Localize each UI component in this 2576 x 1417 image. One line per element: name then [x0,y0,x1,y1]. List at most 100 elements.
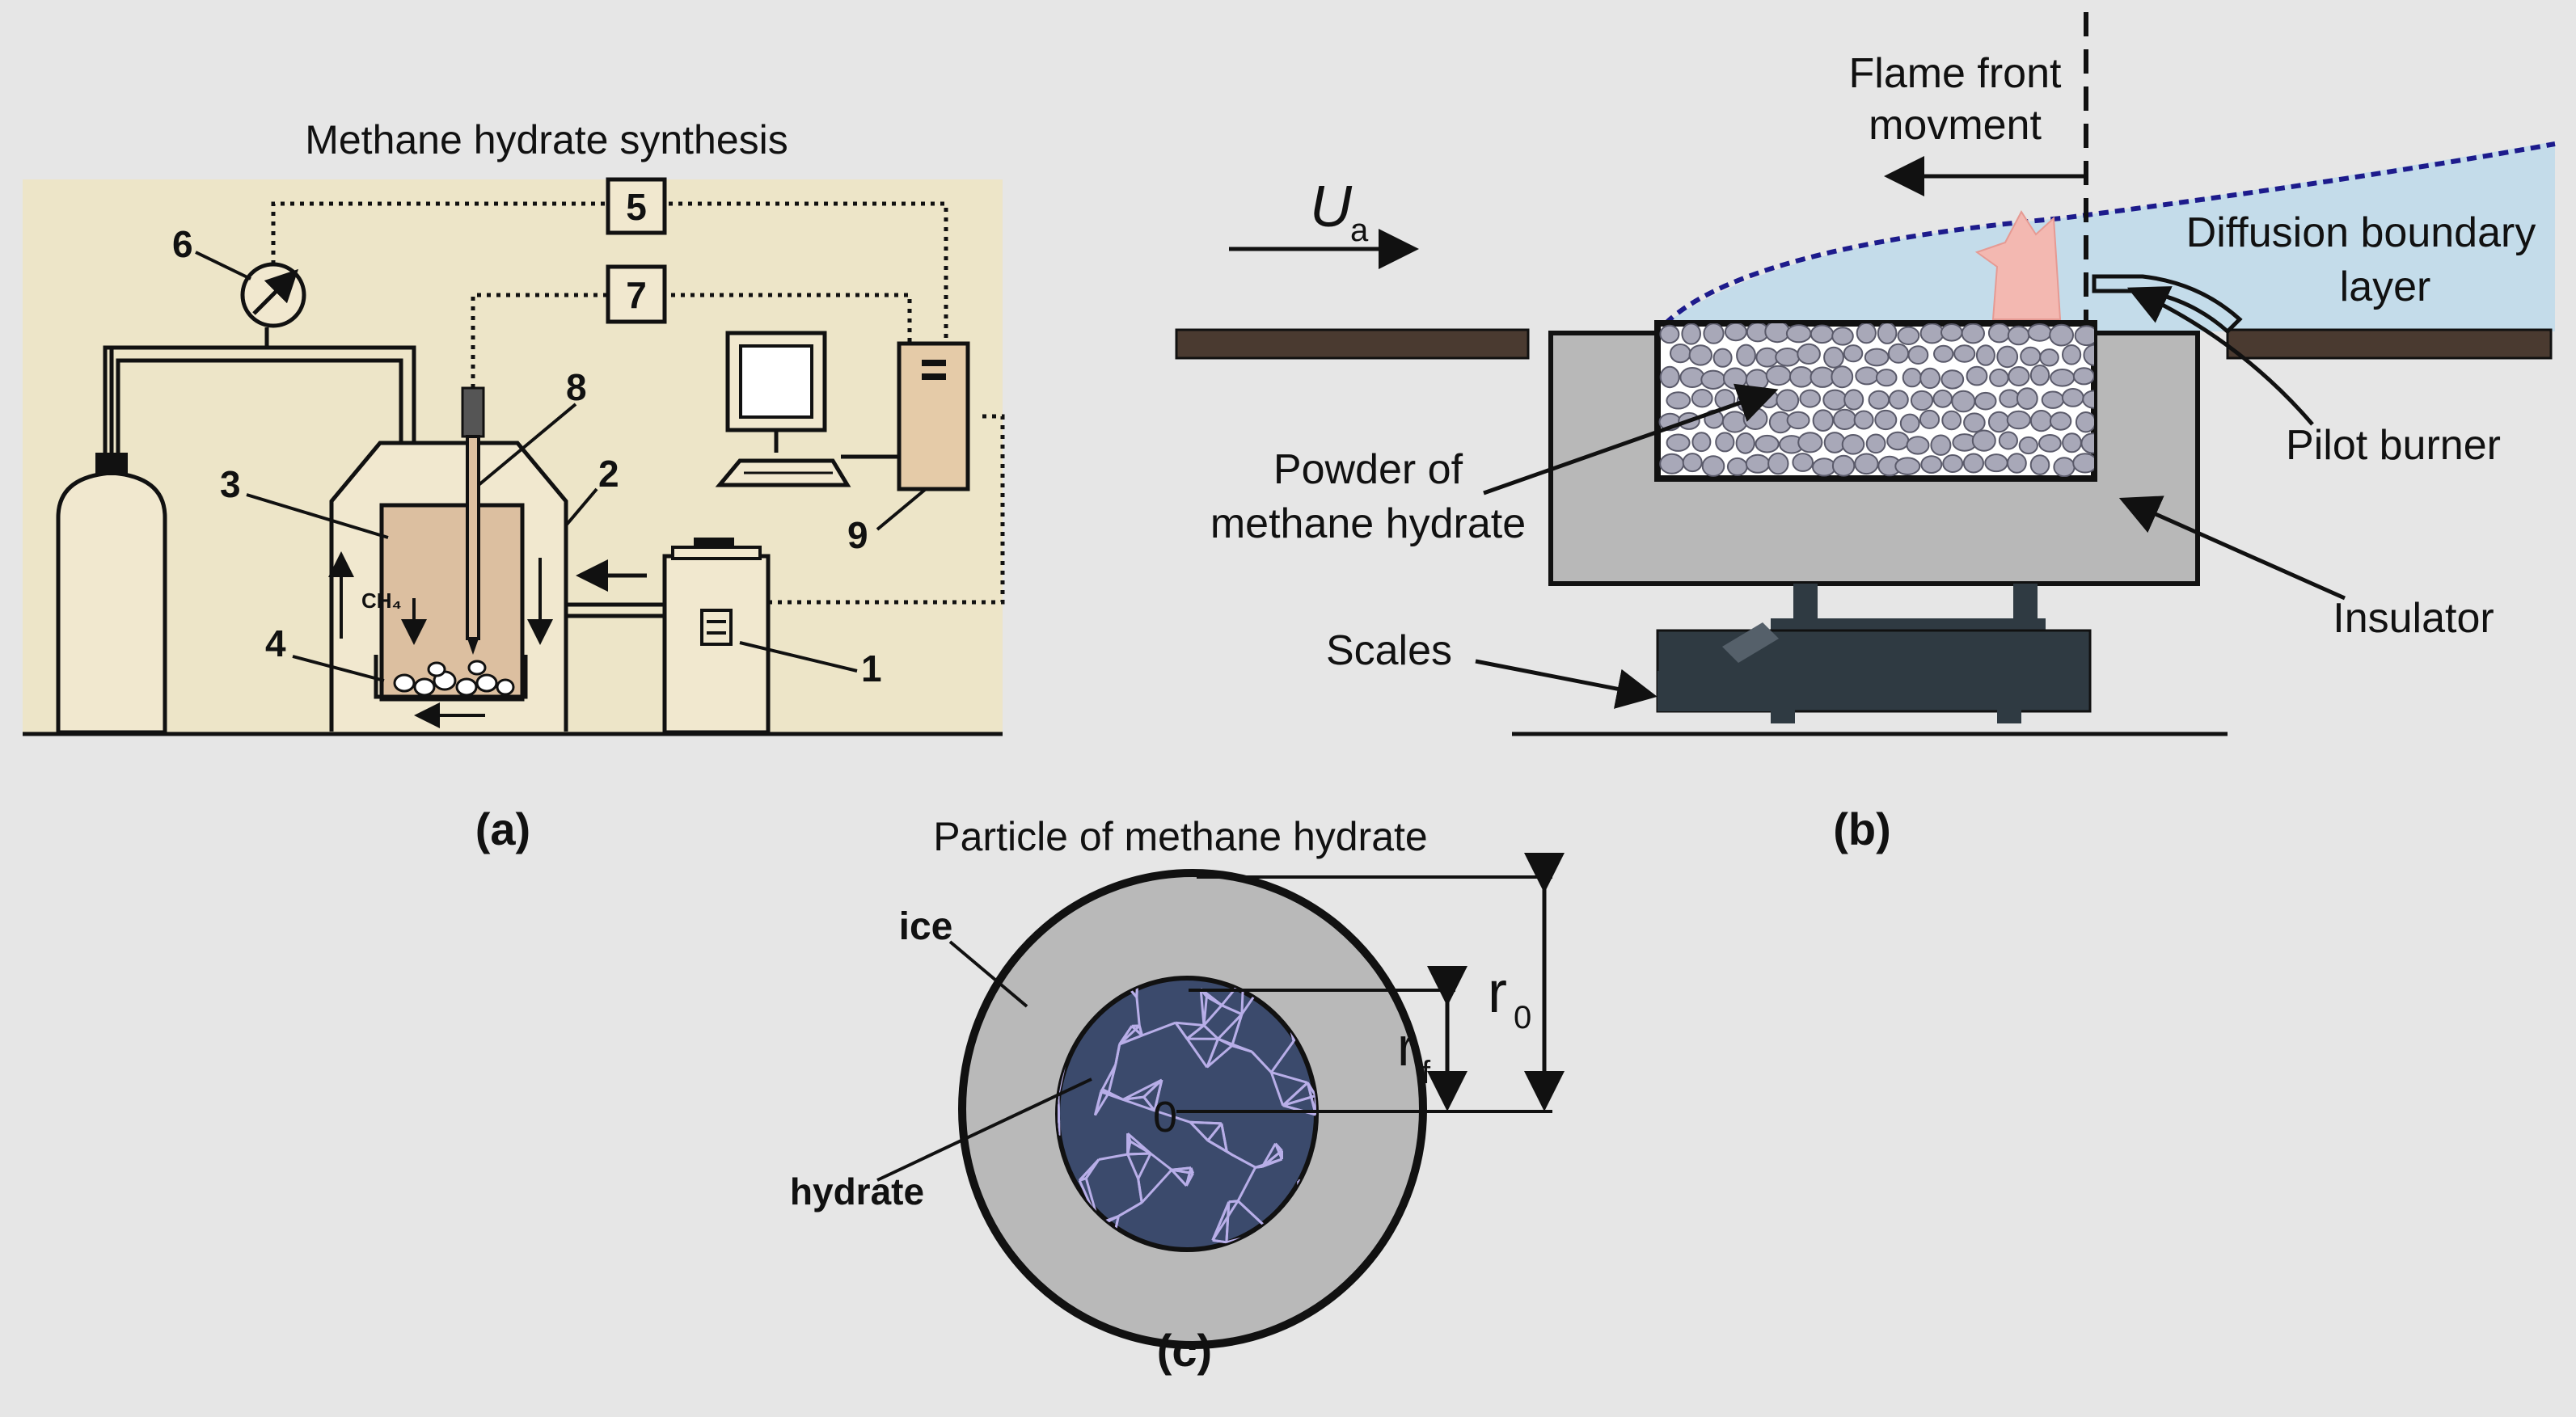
powder-particle [1681,323,1701,345]
powder-particle [1682,453,1703,473]
velocity-label: U [1310,175,1353,239]
powder-particle [1951,390,1976,413]
panel-c-title: Particle of methane hydrate [933,814,1427,859]
hydrate-mesh-line [1217,1037,1252,1053]
hydrate-mesh-line [1211,1201,1231,1241]
hydrate-mesh-line [1306,1082,1316,1115]
powder-particle [1886,431,1910,451]
hydrate-mesh-line [1122,1078,1163,1101]
panel-a: Methane hydrate synthesis 6 5 [23,117,1005,854]
device-box-5: 5 [606,177,667,235]
powder-particle [1736,344,1756,367]
powder-particle [2082,390,2094,409]
hydrate-mesh-line [1274,1143,1283,1160]
insulator-arrow [2118,496,2346,601]
hydrate-mesh-line [1202,996,1208,1026]
hydrate-mesh-line [1206,1122,1223,1141]
powder-particle [1987,411,2010,433]
powder-particle [1831,327,1854,346]
powder-particle [2007,453,2027,474]
powder-particle [1767,452,1789,475]
control-line-1 [768,414,1005,605]
diffusion-boundary-layer [1666,141,2555,331]
powder-particle [1874,409,1898,431]
pilot-burner-label: Pilot burner [2286,422,2501,469]
hydrate-pointer [876,1078,1092,1182]
hydrate-mesh-line [1190,1120,1222,1125]
powder-particle [1726,457,1748,476]
gas-label: CH₄ [361,588,402,613]
hydrate-mesh-line [1282,1094,1316,1107]
panel-c-caption: (c) [1157,1325,1212,1376]
powder-particle [1942,454,1964,473]
label-3: 3 [220,463,241,505]
powder-particle [1715,432,1735,453]
hydrate-mesh-line [1202,1024,1219,1040]
powder-particle [2007,325,2030,346]
powder-particle [1854,453,1879,475]
hydrate-mesh-line [1220,1123,1228,1152]
hydrate-mesh-line [1126,1153,1140,1179]
powder-particle [1888,390,1909,410]
powder-particle [1933,344,1954,363]
scales-label: Scales [1326,627,1452,674]
powder-particle [1832,408,1857,431]
powder-arrow [1483,383,1779,496]
powder-particle [1822,389,1848,411]
powder-particle [1745,369,1769,391]
velocity-subscript: a [1350,213,1369,248]
gas-cylinder [56,348,167,735]
powder-particle [1897,326,1920,345]
powder-particle [2006,410,2031,430]
hydrate-mesh-line [1142,1078,1163,1099]
powder-particle [1932,389,1953,408]
hydrate-mesh-line [1270,1040,1295,1073]
center-label: 0 [1153,1093,1177,1141]
powder-particle [1919,323,1945,344]
powder-particle [1786,411,1810,430]
hydrate-mesh-line [1255,1165,1263,1169]
hydrate-mesh-line [1206,995,1223,1006]
panel-a-caption: (a) [475,803,530,854]
powder-particle [1724,323,1747,342]
hydrate-mesh-line [1202,1004,1223,1027]
ice-pointer [948,940,1028,1008]
powder-particle [1910,390,1934,411]
powder-particle [2062,432,2082,453]
powder-particle [1941,410,1962,431]
hydrate-mesh-line [1137,1179,1143,1203]
hydrate-mesh-line [1141,1021,1176,1037]
label-1: 1 [861,647,882,690]
powder-particle [2072,367,2094,386]
powder-particle [2029,409,2053,432]
hydrate-mesh-line [1206,1044,1233,1069]
powder-particle [1919,409,1940,429]
hydrate-mesh-line [1186,1024,1205,1040]
hydrate-mesh-line [1251,1051,1273,1073]
hydrate-mesh-line [1171,1166,1192,1171]
powder-particle [2008,366,2030,386]
powder-particle [1735,432,1755,454]
label-8: 8 [566,366,587,408]
temperature-probe [461,386,485,655]
flame-front-label: Flame front [1849,50,2063,97]
powder-particle [2029,454,2050,475]
powder-particle [1996,345,2019,369]
powder-label-line2: methane hydrate [1210,500,1526,547]
powder-particle [1887,343,1910,364]
powder-particle [2039,348,2059,367]
powder-particle [2061,388,2084,407]
powder-particle [1701,455,1725,477]
powder-particle [1812,458,1836,477]
powder-particle [1843,389,1864,411]
powder-particle [1899,413,1920,433]
hydrate-mesh-line [1221,1004,1243,1016]
hydrate-mesh-line [1127,1152,1151,1156]
hydrate-mesh-line [1212,1238,1227,1244]
hydrate-mesh-line [1141,1169,1173,1204]
powder-particle [2049,323,2075,347]
panel-b-caption: (b) [1833,803,1891,854]
powder-particle [2038,434,2062,453]
powder-particle [1659,453,1685,474]
